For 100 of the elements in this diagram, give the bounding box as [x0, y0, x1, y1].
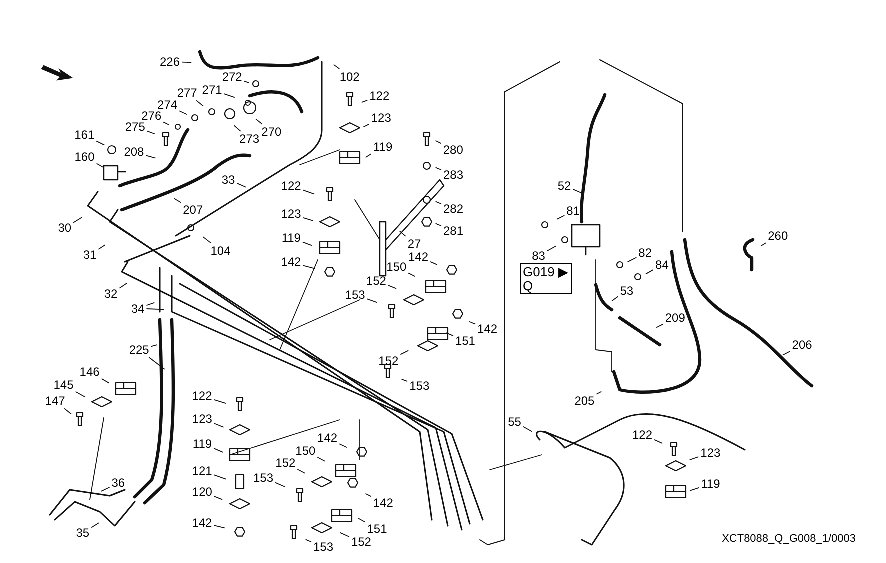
leader-line — [400, 230, 406, 237]
leader-line — [146, 155, 156, 159]
callout-number: 152 — [276, 457, 296, 470]
leader-line — [572, 188, 583, 194]
callout-number: 35 — [76, 527, 90, 540]
callout-number: 34 — [131, 302, 145, 315]
callout-number: 283 — [443, 169, 464, 182]
callout-number: 270 — [262, 126, 282, 138]
leader-line — [556, 215, 566, 220]
leader-line — [146, 130, 156, 135]
leader-line — [101, 487, 110, 492]
leader-line — [689, 456, 700, 460]
callout-number: 30 — [58, 222, 72, 234]
drawing-number: XCT8088_Q_G008_1/0003 — [722, 533, 856, 545]
callout-number: 27 — [408, 238, 422, 250]
callout-number: 281 — [443, 225, 464, 238]
leader-line — [75, 391, 86, 398]
leader-line — [214, 399, 227, 404]
callout-number: 146 — [80, 366, 100, 378]
callout-number: 122 — [632, 428, 653, 441]
callout-number: 153 — [345, 289, 366, 302]
leader-line — [522, 426, 533, 432]
callout-number: 271 — [202, 84, 222, 96]
leader-line — [627, 257, 638, 262]
leader-line — [546, 246, 557, 252]
callout-number: 82 — [638, 247, 652, 260]
callout-number: 152 — [378, 354, 399, 367]
callout-number: 274 — [158, 99, 178, 112]
leader-line — [214, 423, 224, 428]
reference-box: G019 ▶ Q — [520, 263, 572, 295]
leader-line — [365, 493, 372, 498]
leader-line — [340, 532, 350, 538]
callout-number: 119 — [374, 140, 393, 153]
callout-number: 150 — [296, 445, 316, 458]
callout-number: 142 — [192, 516, 212, 529]
leader-line — [73, 217, 83, 224]
callout-number: 260 — [768, 230, 788, 242]
leader-line — [446, 332, 454, 337]
leader-line — [119, 282, 128, 289]
leader-line — [690, 488, 700, 492]
leader-line — [174, 198, 182, 204]
callout-number: 160 — [74, 151, 95, 164]
leader-line — [302, 242, 312, 246]
callout-number: 123 — [700, 447, 721, 460]
callout-number: 161 — [74, 129, 95, 142]
callout-number: 81 — [566, 205, 580, 218]
callout-number: 122 — [281, 180, 302, 192]
callout-number: 142 — [408, 250, 429, 263]
leader-line — [596, 391, 602, 395]
callout-number: 142 — [373, 496, 394, 509]
callout-number: 153 — [313, 541, 334, 554]
callout-number: 145 — [54, 379, 74, 392]
leader-line — [96, 163, 104, 168]
leader-line — [91, 522, 100, 528]
leader-line — [236, 182, 247, 188]
callout-number: 122 — [370, 90, 390, 102]
callout-number: 55 — [508, 416, 522, 428]
leader-line — [96, 140, 106, 146]
callout-number: 273 — [240, 132, 260, 145]
callout-number: 120 — [192, 486, 212, 498]
callout-number: 207 — [183, 204, 204, 216]
callout-number: 225 — [129, 344, 150, 356]
leader-line — [182, 62, 192, 64]
callout-number: 208 — [124, 146, 144, 158]
leader-line — [64, 408, 72, 415]
leader-line — [305, 539, 312, 543]
leader-line — [782, 351, 791, 356]
leader-line — [408, 272, 416, 278]
leader-line — [196, 100, 204, 107]
leader-line — [224, 94, 236, 98]
callout-number: 119 — [192, 438, 212, 450]
leader-line — [297, 469, 306, 474]
callout-number: 153 — [410, 380, 430, 392]
callout-number: 277 — [177, 87, 198, 100]
callout-number: 152 — [366, 274, 386, 287]
leader-line — [430, 261, 438, 266]
callout-number: 276 — [142, 110, 162, 122]
callout-number: 205 — [574, 394, 595, 407]
leader-line — [317, 457, 326, 462]
callout-number: 32 — [104, 288, 118, 300]
callout-number: 275 — [125, 120, 146, 133]
callout-number: 123 — [192, 412, 212, 425]
leader-line — [148, 357, 166, 370]
leader-line — [146, 302, 156, 306]
leader-line — [339, 444, 348, 448]
callout-number: 142 — [318, 432, 338, 444]
callout-number: 151 — [455, 335, 476, 348]
callout-number: 152 — [351, 536, 372, 548]
leader-line — [366, 298, 378, 304]
leader-line — [163, 122, 170, 126]
callout-number: 33 — [222, 174, 236, 186]
callout-number: 142 — [281, 256, 302, 268]
leader-line — [361, 100, 368, 103]
callout-number: 226 — [160, 56, 180, 68]
callout-number: 151 — [367, 522, 388, 535]
leader-line — [656, 324, 664, 328]
leader-line — [234, 125, 242, 132]
leader-line — [214, 496, 224, 500]
callout-number: 119 — [701, 478, 720, 490]
callout-number: 150 — [386, 261, 407, 274]
